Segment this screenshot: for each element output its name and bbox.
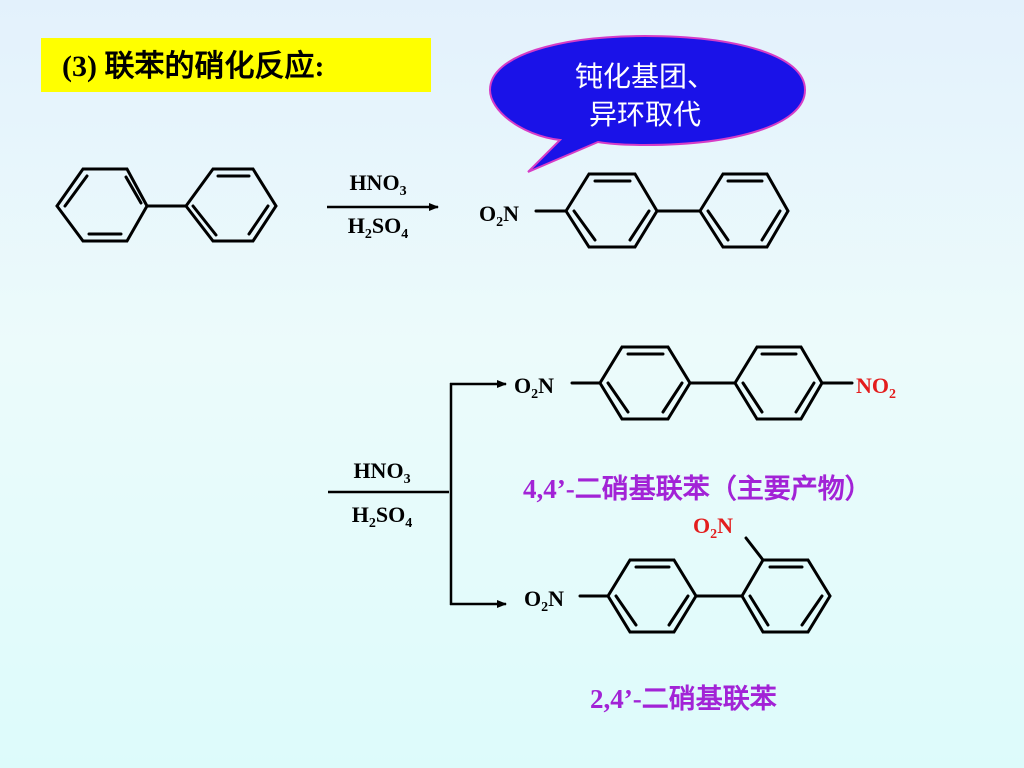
product-major-name: 4,4’-二硝基联苯（主要产物） bbox=[523, 474, 872, 504]
callout-line2: 异环取代 bbox=[589, 99, 701, 131]
biphenyl-reactant bbox=[55, 167, 278, 243]
svg-text:O2N: O2N bbox=[479, 201, 519, 230]
svg-text:HNO3: HNO3 bbox=[349, 170, 406, 199]
product-minor-name: 2,4’-二硝基联苯 bbox=[590, 684, 777, 714]
callout-bubble: 钝化基团、 异环取代 bbox=[488, 34, 807, 173]
svg-text:H2SO4: H2SO4 bbox=[348, 213, 408, 242]
page-title: (3) 联苯的硝化反应: bbox=[62, 49, 324, 83]
reaction1-conditions: HNO3 H2SO4 bbox=[327, 170, 439, 242]
product-minor-dinitro: O2N O2N bbox=[524, 513, 832, 634]
svg-text:O2N: O2N bbox=[514, 373, 554, 402]
product-major-dinitro: O2N NO2 bbox=[514, 345, 896, 421]
svg-text:H2SO4: H2SO4 bbox=[352, 502, 412, 531]
svg-text:O2N: O2N bbox=[693, 513, 733, 542]
svg-text:NO2: NO2 bbox=[856, 373, 896, 402]
reaction2-conditions: HNO3 H2SO4 bbox=[328, 380, 507, 608]
svg-text:O2N: O2N bbox=[524, 586, 564, 615]
svg-text:HNO3: HNO3 bbox=[353, 458, 410, 487]
callout-line1: 钝化基团、 bbox=[575, 61, 715, 93]
product1-mononitro: O2N bbox=[479, 172, 790, 249]
title-box: (3) 联苯的硝化反应: bbox=[41, 38, 431, 92]
